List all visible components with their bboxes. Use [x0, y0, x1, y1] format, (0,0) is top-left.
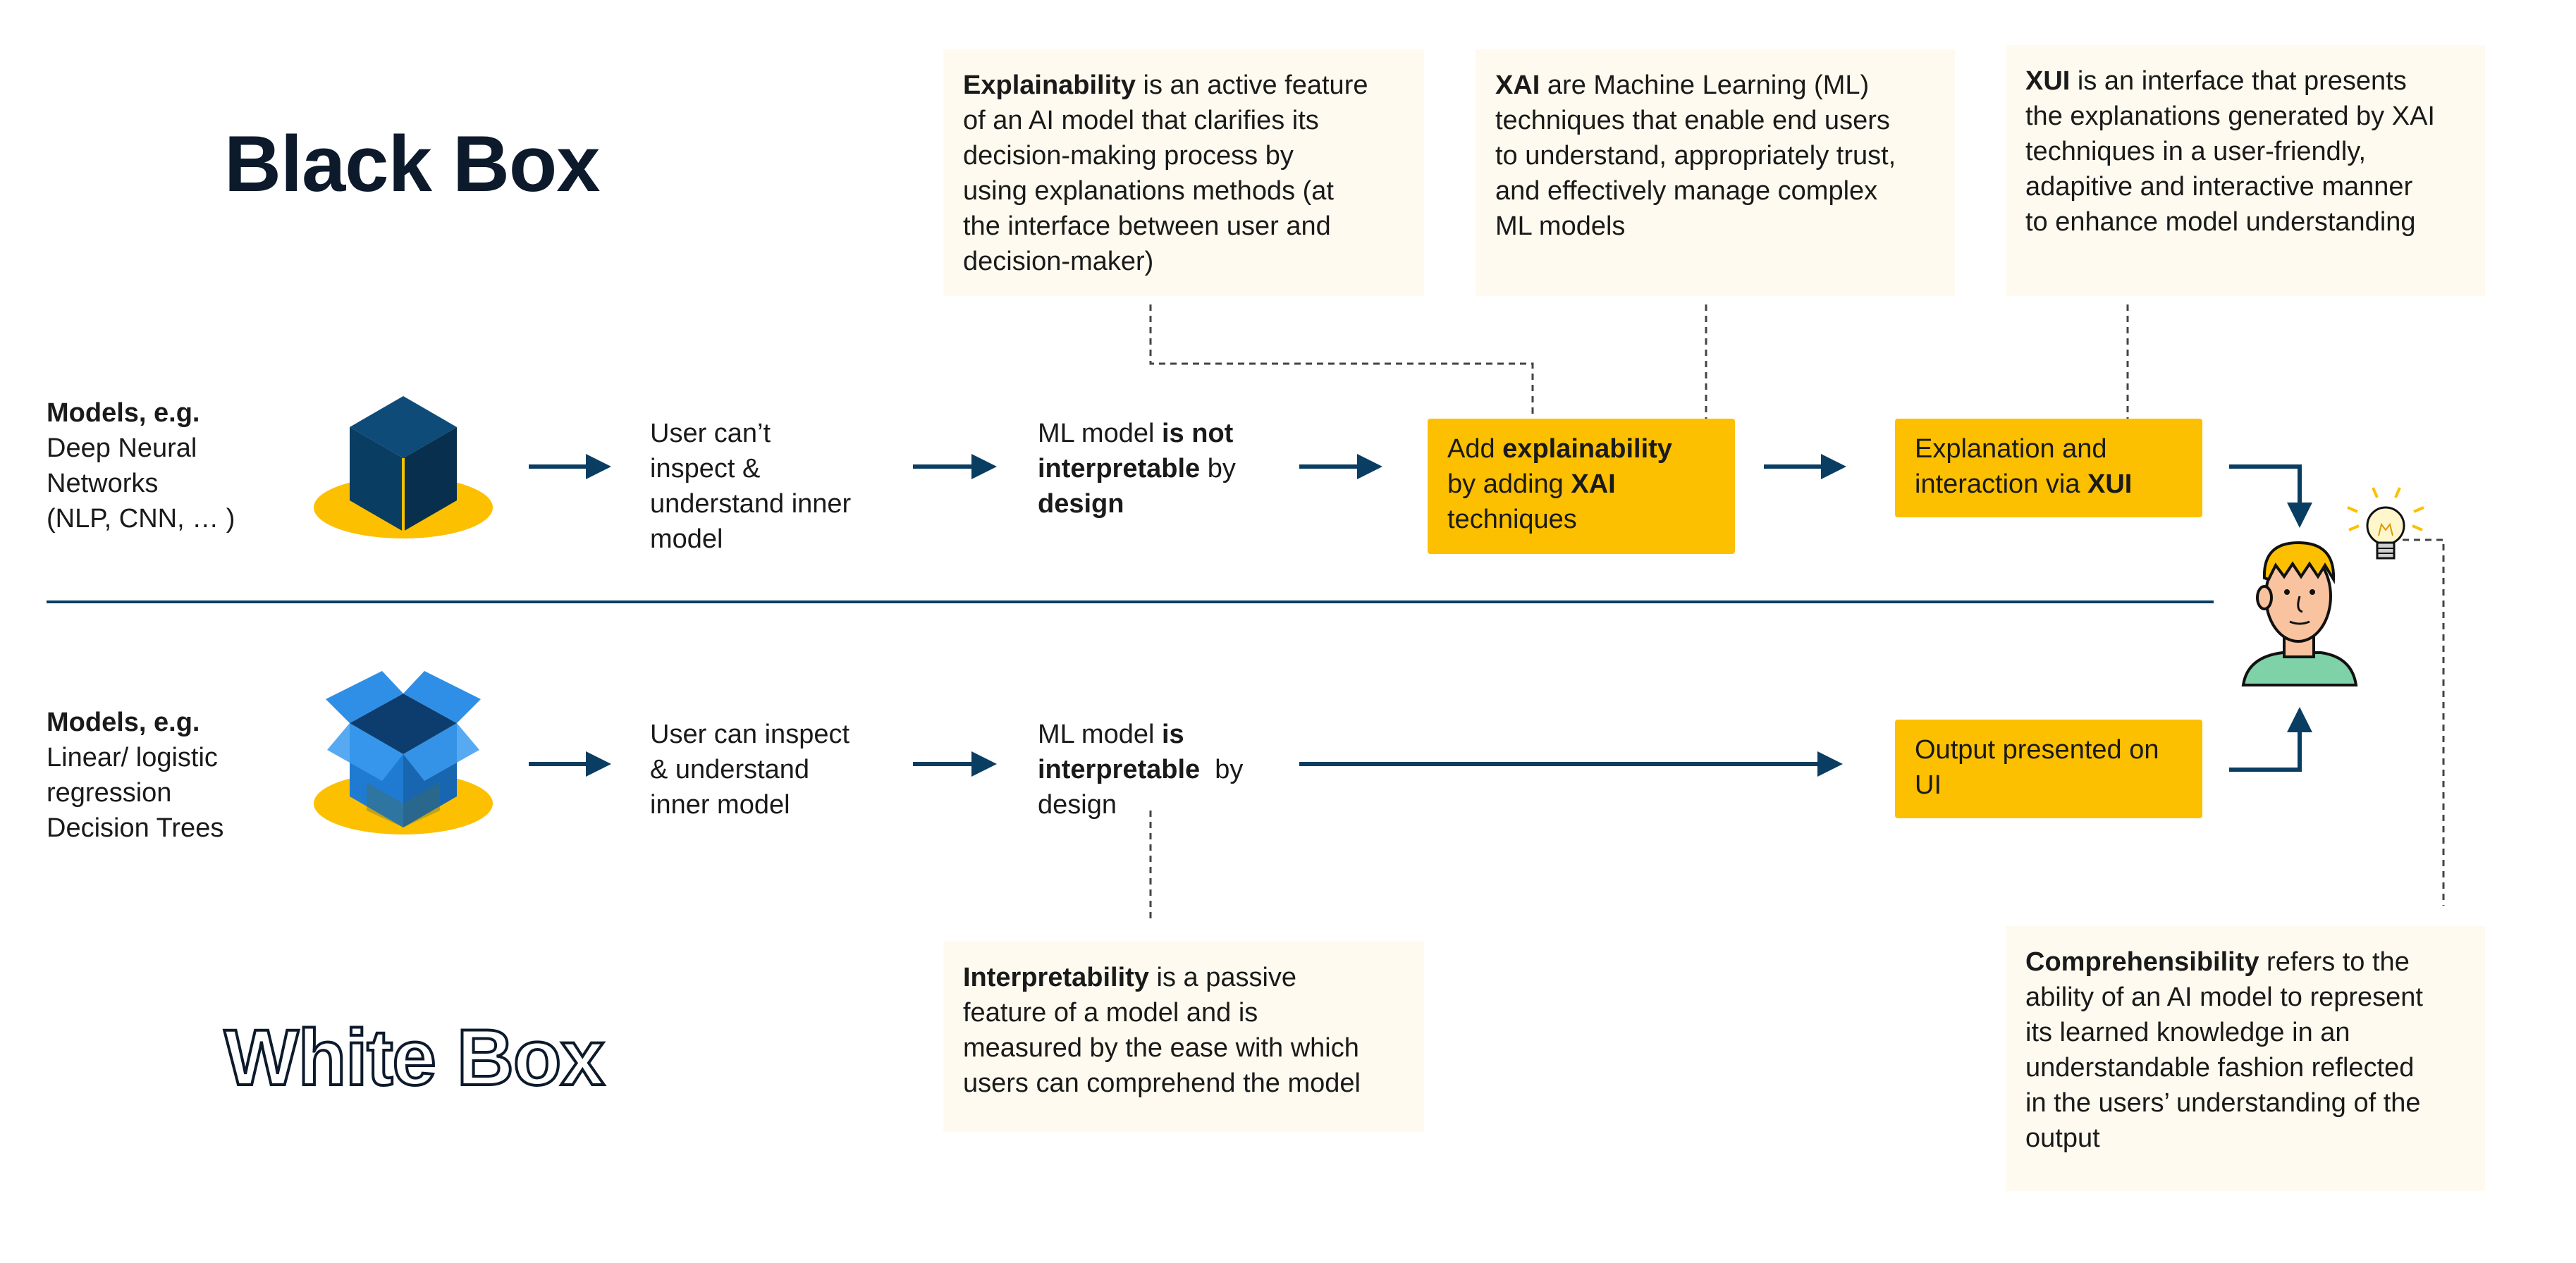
- open-blue-box-icon: [314, 671, 493, 834]
- note-comprehensibility: Comprehensibility refers to the ability …: [2006, 926, 2485, 1191]
- user-face-icon: [2241, 541, 2358, 686]
- box-add-explainability: Add explainability by adding XAI techniq…: [1428, 419, 1735, 554]
- note-xui: XUI is an interface that presents the ex…: [2006, 45, 2485, 296]
- black-step-not-interpretable: ML model is not interpretable by design: [1038, 419, 1236, 519]
- title-white-box: White Box: [223, 1012, 606, 1103]
- lightbulb-icon: [2347, 487, 2424, 560]
- white-step-interpretable: ML model is interpretable by design: [1038, 720, 1244, 820]
- box-explanation-via-xui: Explanation and interaction via XUI: [1895, 419, 2202, 517]
- dashed-connector-comprehensibility: [2403, 538, 2445, 906]
- note-interpretability: Interpretability is a passive feature of…: [943, 942, 1424, 1132]
- title-black-box: Black Box: [224, 120, 601, 208]
- black-cube-icon: [314, 396, 493, 538]
- black-step-user-cannot-inspect: User can’t inspect & understand inner mo…: [650, 419, 852, 554]
- white-models-text: Models, e.g. Linear/ logistic regression…: [47, 708, 224, 843]
- arrow-down-icon: [2229, 464, 2312, 528]
- note-xai: XAI are Machine Learning (ML) techniques…: [1476, 49, 1955, 296]
- dashed-connector-explainability: [1149, 304, 1534, 437]
- box-output-presented: Output presented on UI: [1895, 720, 2202, 818]
- note-explainability: Explainability is an active feature of a…: [943, 49, 1424, 296]
- white-step-user-can-inspect: User can inspect & understand inner mode…: [650, 720, 850, 820]
- black-models-text: Models, e.g. Deep Neural Networks (NLP, …: [47, 398, 235, 534]
- arrow-up-icon: [2229, 707, 2312, 772]
